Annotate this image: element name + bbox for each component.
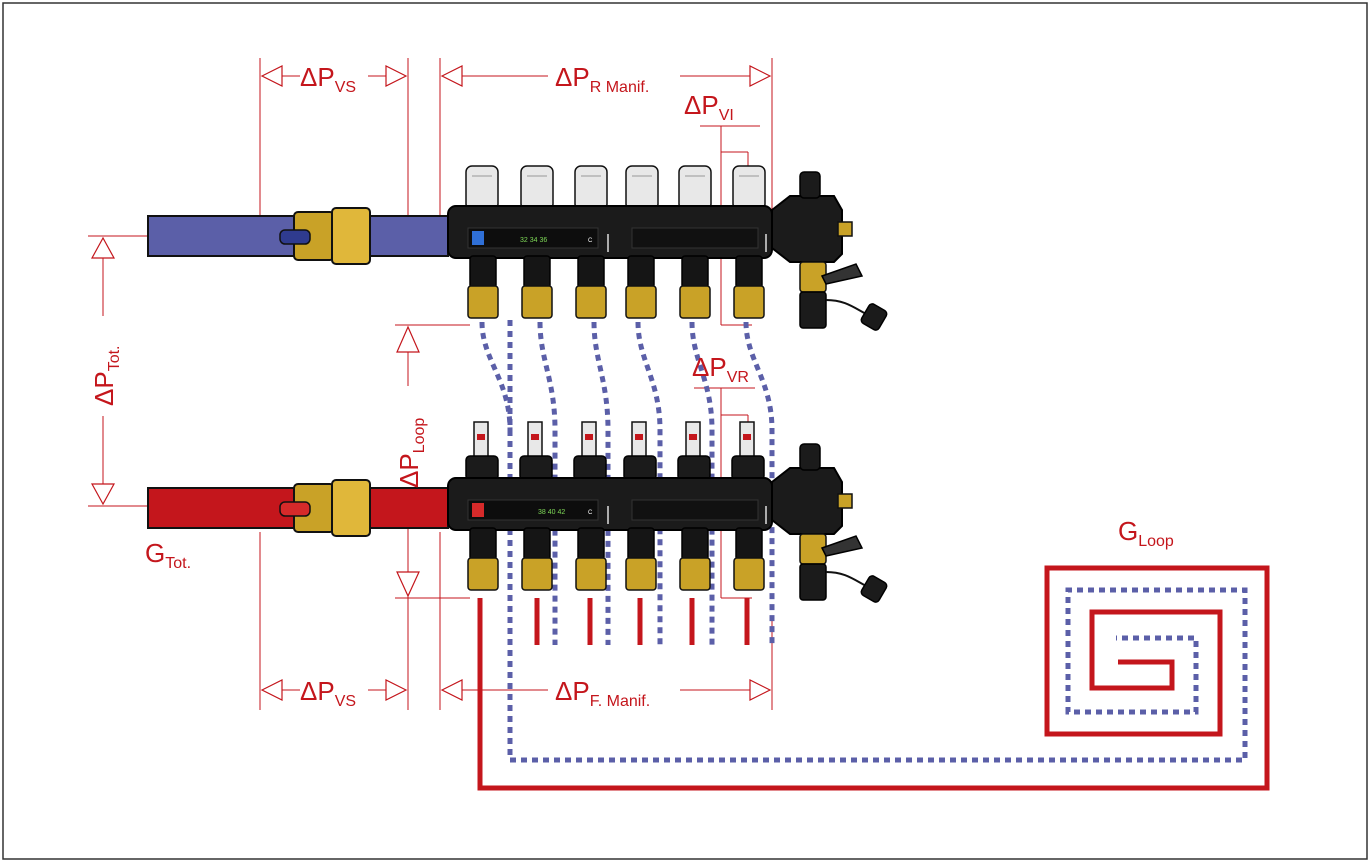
return-end-letter: C bbox=[588, 238, 593, 244]
loop-return-pipe bbox=[507, 320, 1248, 763]
return-valve-caps bbox=[465, 165, 766, 211]
supply-inlet-assembly bbox=[147, 479, 449, 537]
loop-supply-pipe bbox=[477, 565, 1270, 791]
label-dp-loop: ΔPLoop bbox=[394, 418, 428, 488]
return-brass-fittings bbox=[467, 285, 765, 319]
label-dp-vi: ΔPVI bbox=[684, 90, 734, 124]
label-dp-vs-top: ΔPVS bbox=[300, 62, 356, 96]
return-inlet-assembly bbox=[147, 207, 449, 265]
label-g-tot: GTot. bbox=[145, 538, 191, 572]
dimension-lines bbox=[88, 58, 773, 710]
supply-outlet-pipes bbox=[534, 598, 750, 645]
supply-brass-fittings bbox=[467, 557, 765, 591]
label-dp-vs-bottom: ΔPVS bbox=[300, 676, 356, 710]
return-end-cap bbox=[771, 195, 843, 263]
label-dp-vr: ΔPVR bbox=[692, 352, 749, 386]
supply-end-cap bbox=[771, 467, 843, 535]
return-pipe bbox=[147, 215, 297, 257]
supply-scale-text: 38 40 42 bbox=[538, 509, 565, 516]
supply-pipe bbox=[147, 487, 297, 529]
label-g-loop: GLoop bbox=[1118, 516, 1174, 550]
label-dp-r-manif: ΔPR Manif. bbox=[555, 62, 649, 96]
floor-heating-loop bbox=[477, 320, 1270, 791]
supply-valve-handle bbox=[279, 501, 311, 517]
dimension-arrowheads bbox=[90, 65, 772, 701]
label-dp-tot: ΔPTot. bbox=[89, 345, 123, 406]
connecting-return-pipes bbox=[479, 321, 775, 645]
return-scale-text: 32 34 36 bbox=[520, 237, 547, 244]
label-dp-f-manif: ΔPF. Manif. bbox=[555, 676, 650, 710]
supply-end-letter: C bbox=[588, 510, 593, 516]
supply-manifold: 38 40 42 C bbox=[447, 421, 888, 603]
supply-flow-meters bbox=[473, 421, 755, 461]
return-manifold: 32 34 36 C bbox=[447, 165, 888, 331]
return-valve-handle bbox=[279, 229, 311, 245]
